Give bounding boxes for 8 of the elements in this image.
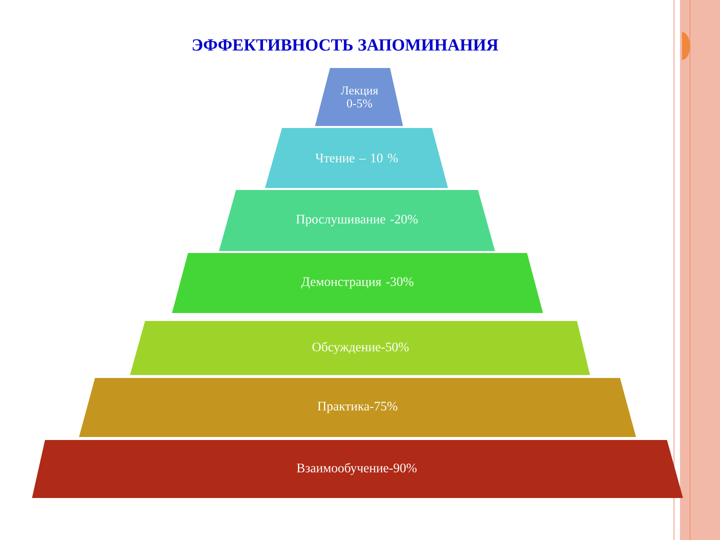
pyramid-level: Взаимообучение-90% [32, 440, 683, 498]
pyramid-level: Демонстрация -30% [172, 252, 543, 313]
title: ЭФФЕКТИВНОСТЬ ЗАПОМИНАНИЯ [192, 39, 498, 51]
pyramid-level: Обсуждение-50% [130, 321, 590, 375]
pyramid-level: Прослушивание -20% [219, 190, 495, 251]
pyramid-level: Лекция 0-5% [315, 68, 403, 126]
pyramid-level: Чтение – 10 % [265, 128, 448, 188]
pyramid-level: Практика-75% [79, 378, 636, 437]
